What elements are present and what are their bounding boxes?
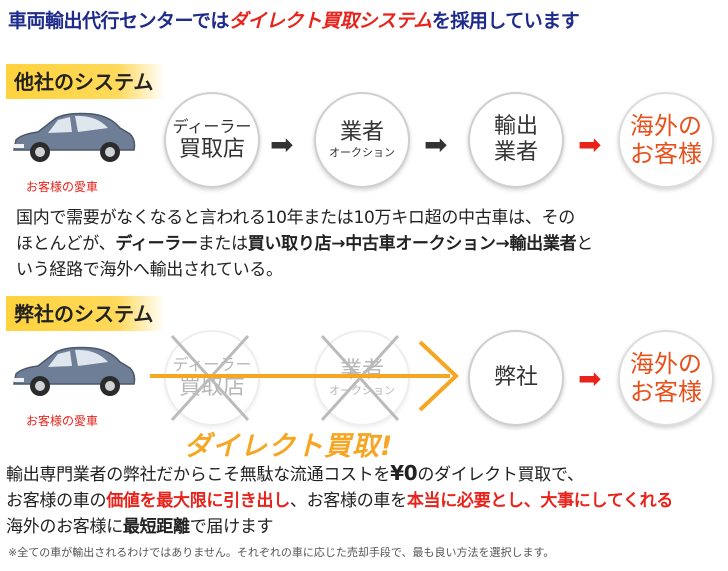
explanation-ours: 輸出専門業者の弊社だからこそ無駄な流通コストを¥0のダイレクト買取で、 お客様の… <box>6 460 673 540</box>
car-icon <box>13 346 136 396</box>
step-label-bottom: 買取店 <box>178 137 245 162</box>
para-line: 国内で需要がなくなると言われる10年または10万キロ超の中古車は、その <box>16 208 575 228</box>
arrow-right-icon: ➡ <box>424 128 448 161</box>
step-label-top: 業者 <box>339 120 384 145</box>
para-line: 海外のお客様に最短距離で届けます <box>6 517 274 537</box>
step-label-bottom: オークション <box>329 146 395 159</box>
step-our-company: 弊社 <box>468 330 564 426</box>
step-label-top: 海外の <box>630 112 702 140</box>
step-label-top: 海外の <box>630 350 702 378</box>
car-caption: お客様の愛車 <box>26 180 99 194</box>
section-label-ours: 弊社のシステム <box>6 296 166 331</box>
step-label-bottom: お客様 <box>630 378 702 406</box>
step-overseas-customer: 海外の お客様 <box>618 92 714 188</box>
step-label-bottom: 業者 <box>493 140 538 165</box>
direct-purchase-label: ダイレクト買取! <box>184 431 394 462</box>
arrow-right-red-icon: ➡ <box>578 128 602 161</box>
step-label-top: ディーラー <box>172 117 252 136</box>
car-caption: お客様の愛車 <box>26 414 99 428</box>
para-line: 輸出専門業者の弊社だからこそ無駄な流通コストを¥0のダイレクト買取で、 <box>6 461 584 485</box>
para-line: お客様の車の価値を最大限に引き出し、お客様の車を本当に必要とし、大事にしてくれる <box>6 491 673 511</box>
cross-and-direct-arrow <box>150 334 459 422</box>
step-label: 弊社 <box>493 365 538 390</box>
headline-part3: を採用しています <box>431 10 580 32</box>
explanation-others: 国内で需要がなくなると言われる10年または10万キロ超の中古車は、その ほとんど… <box>16 205 593 283</box>
arrow-right-icon: ➡ <box>270 128 294 161</box>
headline-part1: 車両輸出代行センターでは <box>8 10 229 32</box>
step-auction: 業者 オークション <box>314 92 410 188</box>
step-exporter: 輸出 業者 <box>468 92 564 188</box>
footnote: ※全ての車が輸出されるわけではありません。それぞれの車に応じた売却手段で、最も良… <box>8 546 555 559</box>
step-label-top: 輸出 <box>493 114 538 139</box>
section-label-others: 他社のシステム <box>6 64 166 99</box>
para-line: ほとんどが、ディーラーまたは買い取り店→中古車オークション→輸出業者と <box>16 234 593 254</box>
para-line: いう経路で海外へ輸出されている。 <box>16 260 283 280</box>
step-label-bottom: お客様 <box>630 140 702 168</box>
headline-highlight: ダイレクト買取システム <box>228 10 432 32</box>
step-dealer: ディーラー 買取店 <box>164 92 260 188</box>
car-icon <box>13 112 136 162</box>
arrow-right-red-icon: ➡ <box>578 362 602 395</box>
headline: 車両輸出代行センターではダイレクト買取システムを採用しています <box>8 6 580 33</box>
step-overseas-customer: 海外の お客様 <box>618 330 714 426</box>
